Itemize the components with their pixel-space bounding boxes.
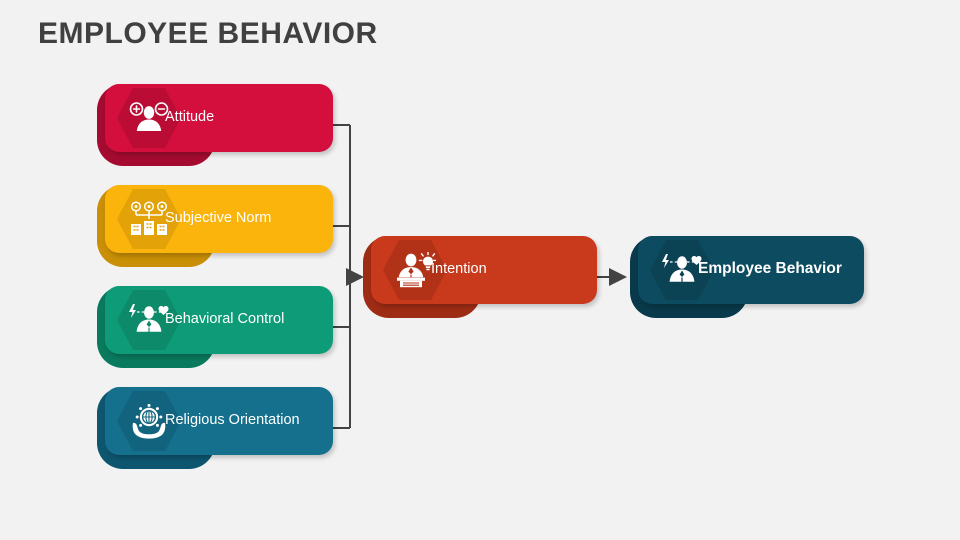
node-subjective-norm[interactable]: Subjective Norm <box>97 185 333 267</box>
node-icon-badge <box>650 240 714 300</box>
node-label: Behavioral Control <box>165 311 285 327</box>
page-title: EMPLOYEE BEHAVIOR <box>38 17 378 50</box>
person-lightning-heart-icon <box>662 254 702 283</box>
node-label: Religious Orientation <box>165 412 300 428</box>
node-behavioral-control[interactable]: Behavioral Control <box>97 286 333 368</box>
hands-holding-globe-icon <box>132 403 166 439</box>
node-intention[interactable]: Intention <box>363 236 597 318</box>
node-label: Intention <box>431 261 487 277</box>
node-label: Employee Behavior <box>698 260 842 277</box>
node-label: Subjective Norm <box>165 210 272 226</box>
node-religious-orientation[interactable]: Religious Orientation <box>97 387 333 469</box>
org-chart-people-icon <box>130 201 168 235</box>
person-plus-minus-icon <box>129 102 169 131</box>
node-label: Attitude <box>165 109 215 125</box>
node-employee-behavior[interactable]: Employee Behavior <box>630 236 864 318</box>
person-podium-idea-icon <box>397 252 436 288</box>
person-lightning-heart-icon <box>129 304 169 333</box>
node-attitude[interactable]: Attitude <box>97 84 333 166</box>
